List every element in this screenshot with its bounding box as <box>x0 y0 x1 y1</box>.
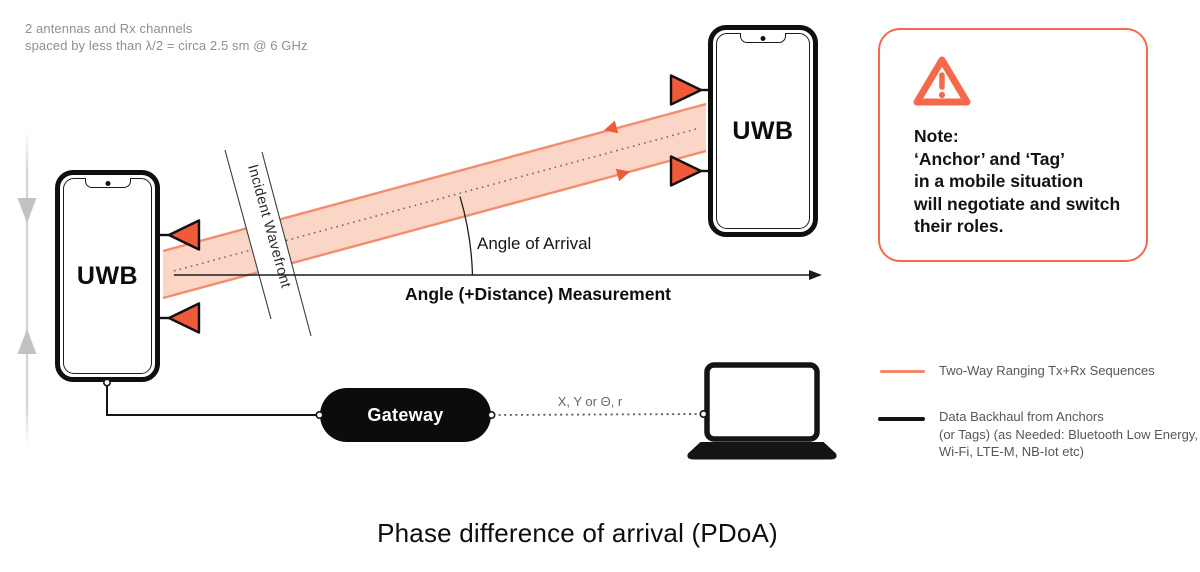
legend-backhaul-line-1: Data Backhaul from Anchors <box>939 409 1104 424</box>
gateway-label: Gateway <box>367 404 444 425</box>
phone-gateway-link <box>106 383 318 416</box>
warning-icon <box>913 56 971 106</box>
antennas <box>160 74 708 334</box>
note-line: in a mobile situation <box>914 171 1084 191</box>
note-line: their roles. <box>914 216 1004 236</box>
legend-item-ranging: Two-Way Ranging Tx+Rx Sequences <box>939 363 1155 378</box>
beam-arrow-left-icon <box>604 120 619 134</box>
legend-backhaul-line-2: (or Tags) (as Needed: Bluetooth Low Ener… <box>939 426 1198 442</box>
axis-arrowhead-icon <box>809 270 822 280</box>
vertical-motion-arrows-icon <box>17 130 37 448</box>
beam-arrow-right-icon <box>615 168 630 182</box>
note-title: Note: <box>914 126 959 146</box>
note-line: will negotiate and switch <box>914 193 1121 214</box>
connector-dot <box>487 410 496 419</box>
measurement-axis <box>174 196 822 280</box>
gateway-output-label: X, Y or Θ, r <box>557 394 623 409</box>
connector-dot <box>699 409 708 418</box>
uwb-phone-right: UWB <box>708 25 818 237</box>
caption-line-2: spaced by less than λ/2 = circa 2.5 sm @… <box>25 38 308 53</box>
antenna-icon <box>669 155 703 187</box>
connector-dot <box>315 410 324 419</box>
legend-item-backhaul: Data Backhaul from Anchors (or Tags) (as… <box>939 408 1198 461</box>
uwb-label: UWB <box>732 116 794 145</box>
caption: 2 antennas and Rx channels spaced by les… <box>25 20 308 54</box>
laptop-icon <box>687 362 837 460</box>
phone-camera-icon <box>760 36 766 41</box>
angle-arc <box>459 196 474 276</box>
note-text: Note: ‘Anchor’ and ‘Tag’ in a mobile sit… <box>914 125 1120 238</box>
legend-black-line-icon <box>878 417 925 421</box>
legend-orange-line-icon <box>880 370 925 373</box>
angle-of-arrival-label: Angle of Arrival <box>477 234 592 253</box>
antenna-icon <box>167 302 201 334</box>
note-line: ‘Anchor’ and ‘Tag’ <box>914 148 1066 169</box>
antenna-icon <box>167 219 201 251</box>
antenna-icon <box>669 74 703 106</box>
angle-measurement-label: Angle (+Distance) Measurement <box>405 284 671 304</box>
connector-dot <box>103 378 112 387</box>
gateway-node: Gateway <box>320 388 491 442</box>
note-box: Note: ‘Anchor’ and ‘Tag’ in a mobile sit… <box>878 28 1148 262</box>
phone-camera-icon <box>105 181 110 186</box>
uwb-label: UWB <box>76 261 139 290</box>
gateway-laptop-dotted-link <box>492 413 703 416</box>
legend-backhaul-line-3: Wi-Fi, LTE-M, NB-Iot etc) <box>939 444 1084 459</box>
caption-line-1: 2 antennas and Rx channels <box>25 21 193 36</box>
page-title: Phase difference of arrival (PDoA) <box>377 518 778 548</box>
uwb-phone-left: UWB <box>55 170 160 382</box>
